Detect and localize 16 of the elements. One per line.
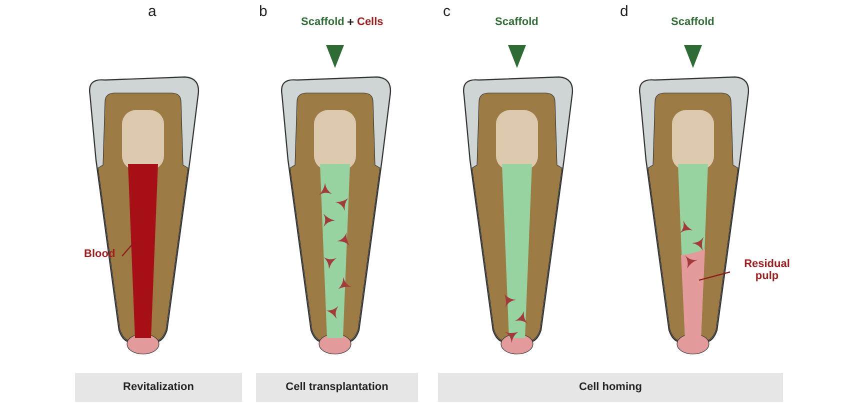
leader-line	[122, 242, 134, 256]
scaffold-label: Scaffold	[301, 16, 344, 28]
cells-label: Cells	[357, 16, 384, 28]
scaffold-label: Scaffold	[495, 16, 538, 28]
residual-pulp-region	[681, 249, 705, 338]
panel-letter: a	[148, 3, 156, 20]
caption-bar: Revitalization	[75, 373, 242, 402]
caption-bar: Cell transplantation	[256, 373, 418, 402]
caption-bar: Cell homing	[438, 373, 783, 402]
plus-sign: +	[347, 15, 354, 29]
panel-letter: b	[259, 3, 268, 20]
blood-filled-canal	[128, 164, 158, 338]
scaffold-label: Scaffold	[671, 16, 714, 28]
panel-letter: c	[443, 3, 450, 20]
residual-pulp-label: Residual pulp	[737, 258, 797, 282]
panel-letter: d	[620, 3, 628, 20]
